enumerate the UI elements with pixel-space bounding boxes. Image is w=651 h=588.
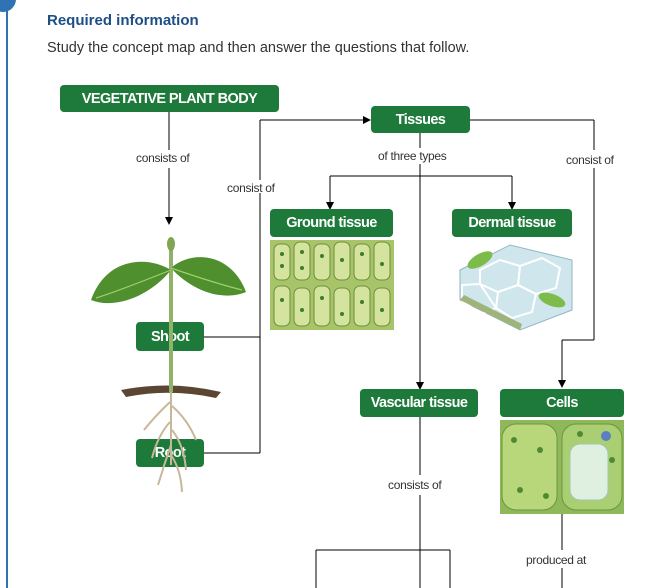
node-dermal-tissue: Dermal tissue [452, 209, 572, 237]
plant-cells-closeup [500, 420, 624, 514]
label-consists-of-vascular: consists of [388, 478, 442, 492]
node-ground-tissue: Ground tissue [270, 209, 393, 237]
label-consists-of-body: consists of [136, 151, 190, 165]
seedling-plant-illustration [91, 237, 246, 493]
node-tissues: Tissues [371, 106, 470, 133]
label-produced-at: produced at [526, 553, 587, 567]
label-of-three-types: of three types [378, 149, 447, 163]
node-vascular-tissue: Vascular tissue [360, 389, 478, 417]
node-cells: Cells [500, 389, 624, 417]
node-vegetative-plant-body: VEGETATIVE PLANT BODY [60, 85, 279, 112]
label-consist-of-cells: consist of [566, 153, 614, 167]
instructions-text: Study the concept map and then answer th… [47, 40, 470, 56]
ground-tissue-micrograph [270, 240, 394, 330]
label-consist-of-tissues: consist of [227, 181, 275, 195]
required-information-title: Required information [47, 12, 199, 29]
dermal-tissue-illustration [450, 240, 574, 332]
question-left-rule [6, 0, 8, 588]
